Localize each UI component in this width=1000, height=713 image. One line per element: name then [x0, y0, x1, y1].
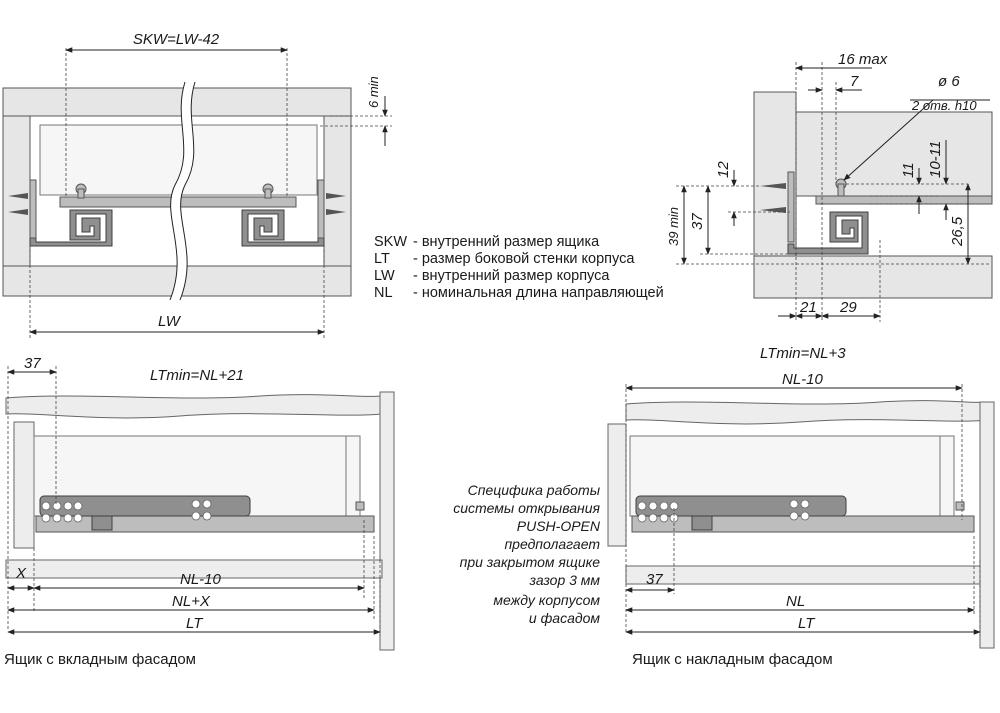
push-open-unit: [691, 515, 713, 531]
legend-desc: - внутренний размер ящика: [413, 234, 600, 250]
left-rail-profile: [29, 209, 113, 247]
locking-pin-stem: [77, 188, 85, 199]
dim-nl: NL: [786, 593, 805, 610]
dim-16-max: 16 max: [838, 51, 888, 68]
dim-nl-10: NL-10: [782, 371, 824, 388]
lw-dimension-label: LW: [158, 313, 182, 330]
note-line: Специфика работы: [468, 482, 601, 498]
mounting-hole-icon: [637, 499, 810, 523]
cross-section-drawing: SKW=LW-42 LW 6 min: [2, 31, 392, 338]
note-line: предполагает: [504, 536, 600, 552]
drawer-front-panel: [13, 421, 35, 549]
overlay-front-drawing: LTmin=NL+3 NL-10 37 NL LT Ящик с накладн…: [607, 345, 995, 668]
legend-abbr: SKW: [374, 234, 407, 250]
locking-pin-stem: [837, 183, 845, 197]
cabinet-left-wall: [2, 115, 31, 267]
dim-21: 21: [799, 299, 817, 316]
legend-desc: - номинальная длина направляющей: [413, 285, 664, 301]
rear-bracket: [955, 501, 965, 511]
note-line: и фасадом: [529, 610, 600, 626]
gap-dimension-label: 6 min: [366, 76, 381, 108]
inset-front-drawing: 37 LTmin=NL+21 X NL-10 NL+X LT Ящик с вк…: [4, 355, 395, 668]
legend-desc: - внутренний размер корпуса: [413, 268, 610, 284]
detail-drawing: 16 max 7 ø 6 2 отв. h10 39 min 37 12 11 …: [666, 51, 993, 322]
dim-37: 37: [24, 355, 41, 372]
hole-note-label: 2 отв. h10: [911, 98, 977, 113]
break-line: [169, 81, 186, 301]
cabinet-bottom-panel: [5, 559, 383, 579]
right-rail-bracket: [317, 179, 325, 239]
dim-11: 11: [900, 162, 917, 178]
break-mask: [170, 80, 195, 302]
legend-abbr: NL: [374, 285, 393, 301]
dim-39-min: 39 min: [666, 207, 681, 246]
drawer-front-panel: [607, 423, 627, 547]
lt-min-label: LTmin=NL+21: [150, 367, 244, 384]
rail-profile: [787, 211, 869, 255]
dim-12: 12: [715, 161, 732, 178]
cabinet-bottom-panel: [625, 565, 981, 585]
note-line: зазор 3 мм: [528, 572, 600, 588]
cabinet-bottom: [753, 255, 993, 299]
cabinet-top-panel: [5, 394, 383, 419]
dim-37: 37: [646, 571, 663, 588]
cabinet-top-panel: [2, 87, 352, 117]
note-line: PUSH-OPEN: [517, 518, 601, 534]
overlay-front-caption: Ящик с накладным фасадом: [632, 651, 833, 668]
note-line: между корпусом: [493, 592, 600, 608]
dim-37: 37: [689, 213, 706, 230]
note-line: при закрытом ящике: [460, 554, 601, 570]
legend: SKW - внутренний размер ящика LT - разме…: [374, 234, 664, 301]
dim-7: 7: [850, 73, 859, 90]
break-line: [179, 81, 196, 301]
rear-bracket: [355, 501, 365, 511]
screw-icon: [8, 193, 28, 215]
drawer-side: [795, 111, 993, 197]
legend-desc: - размер боковой стенки корпуса: [413, 251, 635, 267]
leader-line: [843, 99, 934, 181]
cabinet-right-wall: [323, 115, 352, 267]
dim-26-5: 26,5: [949, 216, 966, 247]
push-open-unit: [91, 515, 113, 531]
screw-icon: [326, 193, 346, 215]
lt-min-label: LTmin=NL+3: [760, 345, 846, 362]
drawer-bottom-edge: [815, 195, 993, 205]
screw-icon: [760, 183, 786, 213]
skw-dimension-label: SKW=LW-42: [133, 31, 220, 48]
inset-front-caption: Ящик с вкладным фасадом: [4, 651, 196, 668]
legend-abbr: LW: [374, 268, 395, 284]
mounting-hole-icon: [41, 499, 212, 523]
left-rail-bracket: [29, 179, 37, 239]
cabinet-back-wall: [979, 401, 995, 649]
hole-diameter-label: ø 6: [938, 73, 960, 90]
cabinet-top-panel: [625, 400, 989, 425]
dim-29: 29: [839, 299, 857, 316]
dim-10-11: 10-11: [927, 141, 944, 178]
cabinet-back-wall: [379, 391, 395, 651]
legend-abbr: LT: [374, 251, 390, 267]
dim-lt: LT: [186, 615, 204, 632]
note-line: системы открывания: [453, 500, 600, 516]
drawer-back: [939, 435, 955, 517]
dim-nl-10: NL-10: [180, 571, 222, 588]
dim-lt: LT: [798, 615, 816, 632]
push-open-note: Специфика работы системы открывания PUSH…: [453, 482, 601, 626]
right-rail-profile: [241, 209, 325, 247]
locking-pin-stem: [264, 188, 272, 199]
dim-x: X: [15, 565, 27, 582]
rail-bracket: [787, 171, 795, 243]
dim-nl-x: NL+X: [172, 593, 211, 610]
